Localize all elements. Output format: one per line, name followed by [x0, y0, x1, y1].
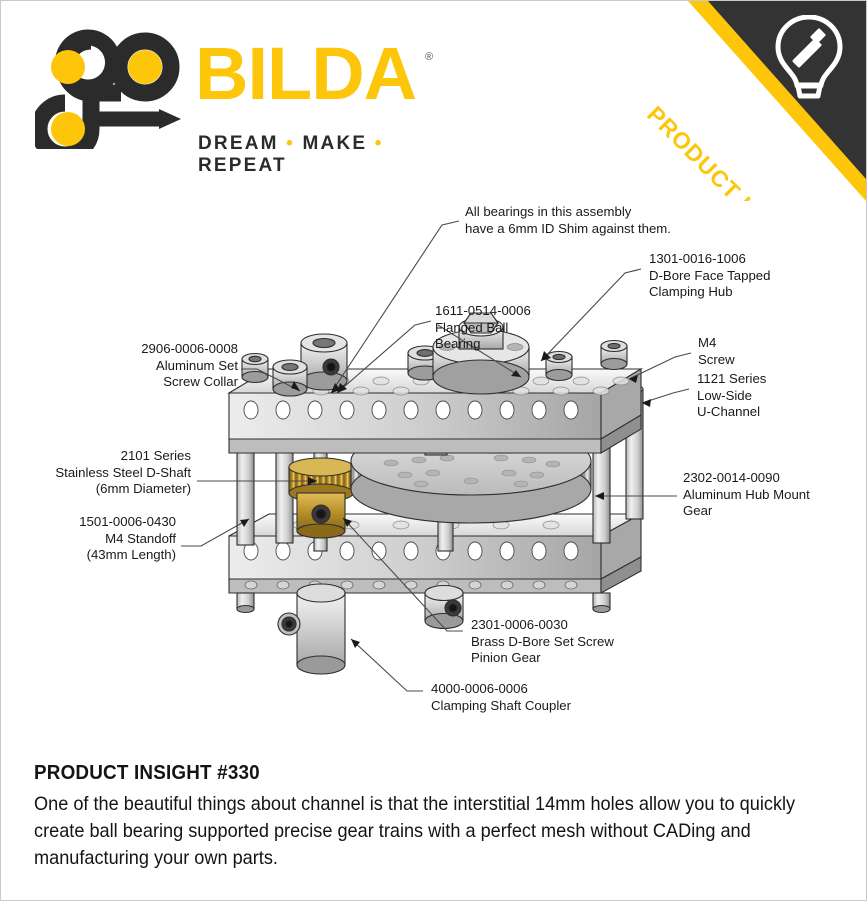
leader-lines — [181, 220, 692, 692]
tagline-separator-1: • — [286, 133, 296, 154]
d-bore-clamping-hub — [432, 312, 530, 395]
clamping-shaft-coupler — [277, 583, 346, 675]
tagline-separator-2: • — [374, 133, 384, 154]
registered-mark: ® — [425, 51, 434, 63]
logo-tagline: DREAM • MAKE • REPEAT — [198, 133, 455, 177]
tagline-dream: DREAM — [198, 133, 279, 154]
product-insights-banner: PRODUCT INSIGHTS — [616, 1, 866, 201]
assembly-render — [181, 220, 692, 692]
tagline-make: MAKE — [302, 133, 368, 154]
banner-shapes — [688, 1, 866, 201]
product-insight-block: PRODUCT INSIGHT #330 One of the beautifu… — [34, 761, 834, 872]
insight-heading: PRODUCT INSIGHT #330 — [34, 761, 260, 784]
m4-screws — [545, 339, 628, 382]
brass-pinion-gear — [288, 457, 354, 539]
lightbulb-wrench-icon — [770, 14, 848, 106]
logo-wordmark: BILDA — [195, 32, 417, 115]
gobilda-logo: BILDA ® DREAM • MAKE • REPEAT — [30, 29, 455, 176]
aluminum-set-screw-collar — [300, 333, 348, 391]
bottom-mounted-parts — [236, 583, 611, 675]
go-mark-icon — [30, 29, 181, 164]
tagline-repeat: REPEAT — [198, 155, 287, 176]
insight-body: One of the beautiful things about channe… — [34, 793, 796, 869]
